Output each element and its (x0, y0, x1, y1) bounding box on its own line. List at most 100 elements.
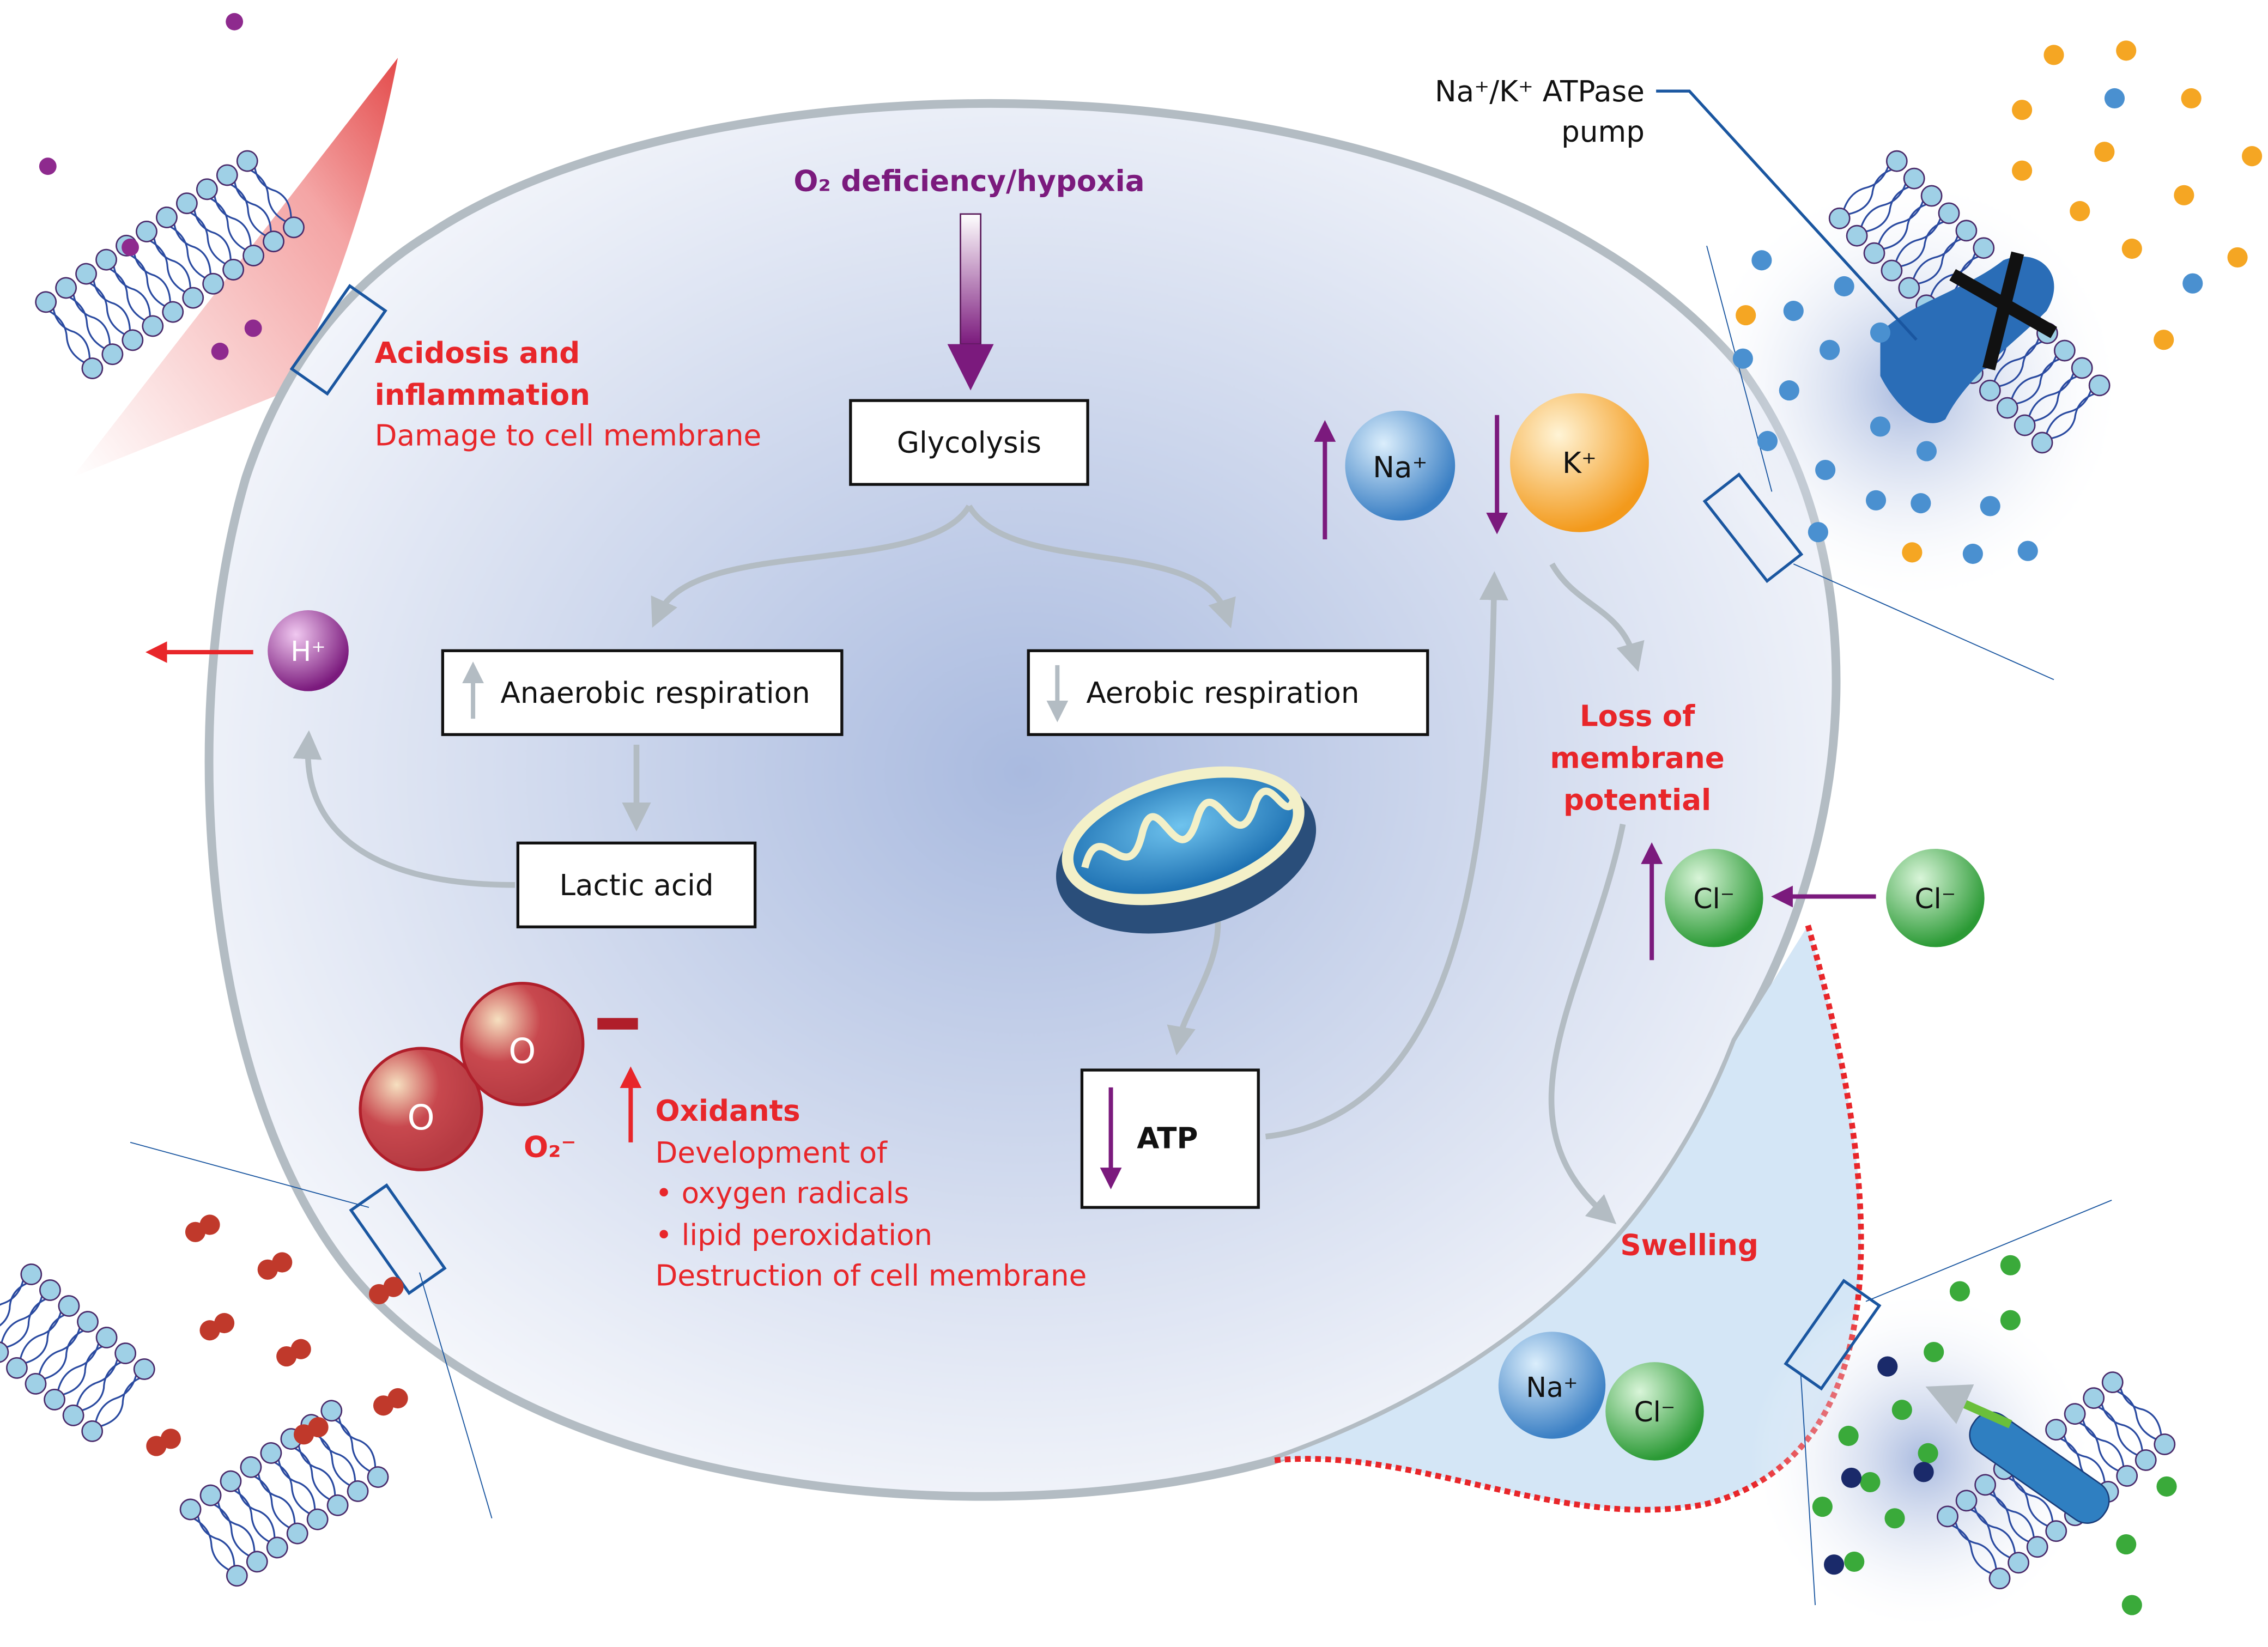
pump-label-leader (1656, 89, 1918, 341)
ion-particle (1823, 1554, 1845, 1575)
ion-particle (2116, 1534, 2137, 1555)
lipid-bilayers (0, 150, 2176, 1590)
ion-particle (122, 238, 139, 256)
lipid-bilayer (179, 1400, 389, 1587)
mitochondrion-icon (1056, 766, 1317, 934)
lipid-bilayer (0, 1263, 155, 1442)
na-k-atpase-pump-icon (1880, 251, 2057, 423)
negative-charge-icon (597, 1018, 638, 1030)
ion-particle (2174, 185, 2194, 205)
atp-box: ATP (1080, 1068, 1260, 1209)
hypoxia-arrow-icon (947, 213, 994, 391)
lactic-acid-box: Lactic acid (516, 841, 757, 928)
superoxide-particle (387, 1388, 408, 1409)
ion-particle (1815, 459, 1836, 481)
ion-particle (1911, 493, 1931, 514)
acidosis-title: Acidosis and (375, 336, 580, 370)
ion-particle (2242, 146, 2263, 167)
ion-particle (2121, 1595, 2142, 1615)
k-ion: K⁺ (1510, 393, 1649, 532)
ion-particle (1902, 542, 1923, 563)
ion-particle (1732, 348, 1753, 369)
membrane-potential-label-2: membrane (1550, 741, 1724, 775)
ion-particle (2012, 160, 2033, 181)
cl-ion-inside: Cl⁻ (1665, 848, 1763, 947)
cl-ion-label: Cl⁻ (1693, 883, 1735, 915)
oxidants-title: Oxidants (655, 1094, 800, 1128)
ion-particle (1779, 380, 1799, 401)
ion-particle (1916, 441, 1937, 461)
ion-particle (1884, 1508, 1905, 1529)
superoxide-particle (290, 1339, 311, 1359)
ion-particle (2070, 200, 2090, 222)
lipid-bilayer (1828, 150, 1995, 317)
ion-particle (2094, 142, 2115, 162)
superoxide-particle (214, 1312, 235, 1334)
oxidants-line-2: • oxygen radicals (655, 1176, 909, 1210)
oxidants-line-3: • lipid peroxidation (655, 1218, 932, 1252)
ion-particle (1812, 1496, 1833, 1517)
anaerobic-label: Anaerobic respiration (501, 676, 810, 710)
superoxide-particle (308, 1417, 329, 1438)
superoxide-label: O₂⁻ (524, 1130, 576, 1164)
pump-label-2: pump (1561, 115, 1645, 149)
cl-ion-label: Cl⁻ (1914, 883, 1956, 915)
lactic-acid-label: Lactic acid (559, 868, 713, 902)
ion-particle (2043, 45, 2064, 65)
k-ion-label: K⁺ (1562, 446, 1597, 480)
ion-particle (1834, 276, 1854, 297)
ion-particle (1844, 1551, 1865, 1572)
zoom-box-pump (1702, 472, 1804, 584)
cl-ion-label: Cl⁻ (1634, 1396, 1676, 1428)
glycolysis-label: Glycolysis (897, 426, 1041, 460)
ion-particle (1860, 1472, 1881, 1493)
ion-particle (2012, 100, 2033, 120)
ion-particle (2181, 88, 2202, 109)
aerobic-box: Aerobic respiration (1027, 649, 1429, 736)
oxygen-atom-label: O (407, 1098, 434, 1138)
ion-particle (1808, 522, 1828, 543)
oxygen-atom-label: O (508, 1031, 536, 1072)
ion-particle (1870, 416, 1891, 437)
ion-particle (1757, 430, 1778, 452)
ion-particle (1962, 543, 1983, 564)
zoom-box-swelling (1784, 1279, 1882, 1391)
cl-ion-outside: Cl⁻ (1886, 848, 1985, 947)
ion-particle (244, 319, 262, 337)
na-ion-swelling: Na⁺ (1498, 1332, 1606, 1439)
ion-particle (2227, 247, 2248, 268)
ion-particle (1838, 1425, 1859, 1447)
membrane-potential-label: Loss of (1580, 699, 1695, 733)
ion-particle (2000, 1310, 2021, 1330)
atp-label: ATP (1137, 1121, 1198, 1155)
pump-label: Na⁺/K⁺ ATPase (1435, 75, 1645, 108)
superoxide-molecule: O O (359, 982, 638, 1171)
anaerobic-box: Anaerobic respiration (441, 649, 844, 736)
aerobic-label: Aerobic respiration (1086, 676, 1359, 710)
superoxide-particle (383, 1277, 404, 1297)
cl-ion-swelling: Cl⁻ (1605, 1362, 1704, 1461)
na-ion-label: Na⁺ (1373, 451, 1427, 484)
ion-particle (226, 13, 244, 31)
oxidants-line-4: Destruction of cell membrane (655, 1259, 1087, 1292)
ion-particle (1751, 250, 1772, 271)
ion-particle (1924, 1341, 1944, 1363)
superoxide-particle (272, 1252, 293, 1273)
ion-particle (1980, 496, 2000, 516)
channel-protein-icon (1925, 1384, 2110, 1524)
callout-lines (130, 245, 2112, 1606)
ion-particles (39, 13, 2263, 1615)
h-ion-label: H⁺ (290, 635, 326, 667)
ion-particle (211, 343, 229, 360)
ion-particle (1865, 490, 1887, 510)
ion-particle (39, 157, 57, 175)
superoxide-particle (160, 1429, 181, 1449)
ion-particle (2116, 40, 2137, 61)
ion-particle (1841, 1467, 1862, 1488)
ion-particle (1820, 339, 1840, 360)
ion-particle (1783, 301, 1804, 321)
ion-particle (1949, 1281, 1970, 1302)
ion-particle (1891, 1400, 1912, 1420)
ion-particle (2000, 1255, 2021, 1275)
